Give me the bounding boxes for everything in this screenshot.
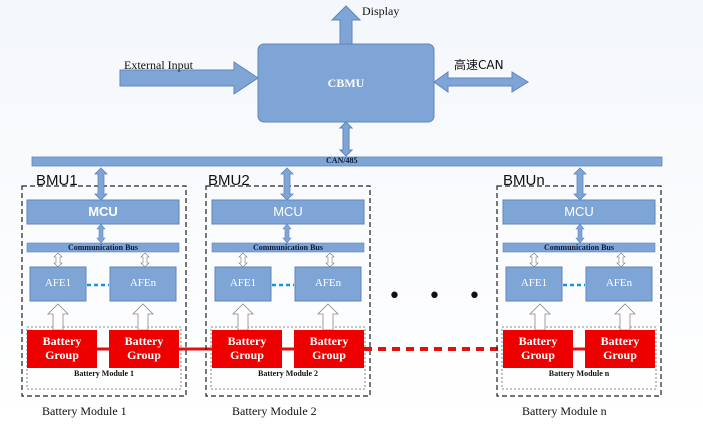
can-high-arrow bbox=[433, 71, 529, 93]
module-n-bmu-label: BMUn bbox=[503, 172, 545, 189]
module-n-mcu-label: MCU bbox=[564, 204, 594, 219]
module-2 bbox=[205, 167, 371, 397]
module-1-caption: Battery Module 1 bbox=[42, 404, 127, 418]
module-1-mcu-label: MCU bbox=[88, 204, 118, 219]
module-n-bg2-up-arrow bbox=[614, 303, 636, 331]
module-2-bg2-line2: Group bbox=[312, 348, 346, 362]
module-n bbox=[496, 167, 662, 397]
can485-label: CAN/485 bbox=[326, 156, 358, 165]
module-1-bus-arrow bbox=[94, 167, 108, 201]
module-n-afen-comm-arrow bbox=[616, 252, 626, 268]
module-1-comm-bus bbox=[26, 242, 180, 253]
module-1-bg2-up-arrow bbox=[132, 303, 154, 331]
module-2-bus-arrow bbox=[280, 167, 294, 201]
module-2-afe1-label: AFE1 bbox=[229, 277, 257, 289]
module-n-bg2-line2: Group bbox=[603, 348, 637, 362]
module-n-inner-dashed bbox=[501, 326, 657, 390]
module-1 bbox=[21, 167, 187, 397]
module-2-inner-label: Battery Module 2 bbox=[258, 369, 318, 378]
module-2-bg2-box bbox=[294, 330, 364, 368]
module-1-afen-label: AFEn bbox=[129, 277, 157, 289]
module-n-afe1-comm-arrow bbox=[529, 252, 539, 268]
module-n-bg2-box bbox=[585, 330, 655, 368]
module-n-comm-bus bbox=[502, 242, 656, 253]
module-1-bg2-line1: Battery bbox=[124, 334, 164, 348]
module-2-mcu-label: MCU bbox=[273, 204, 303, 219]
module-n-inner-label: Battery Module n bbox=[548, 369, 610, 378]
module-1-afen-comm-arrow bbox=[140, 252, 150, 268]
module-2-bg1-box bbox=[212, 330, 282, 368]
module-1-afe1-label: AFE1 bbox=[44, 277, 72, 289]
cbmu-label: CBMU bbox=[327, 76, 365, 90]
module-2-mcu-comm-arrow bbox=[282, 223, 292, 244]
module-n-comm-bus-label: Communication Bus bbox=[543, 243, 614, 252]
module-2-bg1-line1: Battery bbox=[227, 334, 267, 348]
module-2-afen-box bbox=[294, 266, 362, 302]
module-2-bg2-up-arrow bbox=[317, 303, 339, 331]
module-2-comm-bus-label: Communication Bus bbox=[252, 243, 323, 252]
module-n-afen-label: AFEn bbox=[605, 277, 633, 289]
module-1-bmu-label: BMU1 bbox=[36, 172, 78, 189]
module-2-afe1-comm-arrow bbox=[238, 252, 248, 268]
external-input-label: External Input bbox=[124, 58, 193, 72]
cbmu-bus-arrow bbox=[338, 121, 354, 157]
module-1-bg1-up-arrow bbox=[47, 303, 69, 331]
module-n-mcu-box bbox=[502, 199, 656, 225]
module-1-mcu-comm-arrow bbox=[96, 223, 106, 244]
module-1-afe1-comm-arrow bbox=[53, 252, 63, 268]
module-n-afe1-label: AFE1 bbox=[520, 277, 548, 289]
ellipsis-dots: • • • bbox=[388, 284, 491, 309]
display-label: Display bbox=[362, 4, 400, 18]
module-n-afen-box bbox=[585, 266, 653, 302]
can-high-label: 高速CAN bbox=[454, 58, 504, 72]
module-2-bg1-up-arrow bbox=[232, 303, 254, 331]
module-2-bg2-line1: Battery bbox=[309, 334, 349, 348]
module-2-comm-bus bbox=[211, 242, 365, 253]
module-n-bg2-line1: Battery bbox=[600, 334, 640, 348]
module-2-afe1-box bbox=[214, 266, 272, 302]
module-1-afe1-box bbox=[29, 266, 87, 302]
module-n-caption: Battery Module n bbox=[522, 404, 607, 418]
module-1-mcu-box bbox=[26, 199, 180, 225]
can485-bus bbox=[31, 156, 663, 167]
module-n-afe1-box bbox=[505, 266, 563, 302]
module-1-comm-bus-label: Communication Bus bbox=[67, 243, 138, 252]
module-n-mcu-comm-arrow bbox=[575, 223, 585, 244]
module-n-bg1-line2: Group bbox=[521, 348, 555, 362]
module-1-bg1-box bbox=[27, 330, 97, 368]
module-n-bg1-box bbox=[503, 330, 573, 368]
module-2-afen-comm-arrow bbox=[325, 252, 335, 268]
module-2-bmu-label: BMU2 bbox=[208, 172, 250, 189]
module-1-bg2-box bbox=[109, 330, 179, 368]
module-2-afen-label: AFEn bbox=[314, 277, 342, 289]
module-1-bg1-line2: Group bbox=[45, 348, 79, 362]
module-n-bg1-up-arrow bbox=[529, 303, 551, 331]
module-1-bg2-line2: Group bbox=[127, 348, 161, 362]
module-2-mcu-box bbox=[211, 199, 365, 225]
module-1-bg1-line1: Battery bbox=[42, 334, 82, 348]
module-1-inner-label: Battery Module 1 bbox=[74, 369, 134, 378]
module-1-afen-box bbox=[109, 266, 177, 302]
display-arrow bbox=[330, 5, 362, 45]
module-2-bg1-line2: Group bbox=[230, 348, 264, 362]
module-2-caption: Battery Module 2 bbox=[232, 404, 317, 418]
module-n-bus-arrow bbox=[573, 167, 587, 201]
module-2-inner-dashed bbox=[210, 326, 366, 390]
external-input-arrow bbox=[119, 61, 259, 95]
module-n-bg1-line1: Battery bbox=[518, 334, 558, 348]
